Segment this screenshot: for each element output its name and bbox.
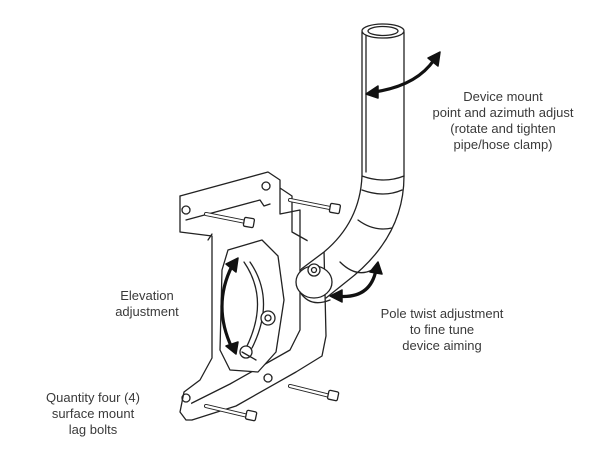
lag-bolt-top-left — [204, 212, 256, 229]
caption-line: device aiming — [402, 338, 482, 353]
caption-line: Quantity four (4) — [46, 390, 140, 405]
caption-line: adjustment — [115, 304, 179, 319]
caption-device-mount: Device mount point and azimuth adjust (r… — [418, 89, 588, 153]
caption-line: Pole twist adjustment — [380, 306, 504, 321]
lag-bolt-bottom-left — [204, 404, 258, 422]
caption-line: (rotate and tighten — [450, 121, 556, 136]
lag-bolt-bottom-right — [288, 384, 340, 402]
elevation-bracket — [219, 239, 285, 373]
pole-twist-arrow-icon — [329, 261, 383, 303]
caption-line: Elevation — [120, 288, 174, 303]
caption-line: lag bolts — [68, 422, 118, 437]
lag-bolt-top-right — [288, 198, 342, 215]
caption-pole-twist: Pole twist adjustment to fine tune devic… — [352, 306, 532, 354]
caption-line: to fine tune — [409, 322, 475, 337]
caption-line: pipe/hose clamp) — [453, 137, 553, 152]
elevation-arrow-icon — [220, 257, 239, 355]
caption-line: Device mount — [463, 89, 543, 104]
caption-lag-bolts: Quantity four (4) surface mount lag bolt… — [30, 390, 156, 438]
caption-line: point and azimuth adjust — [432, 105, 574, 120]
caption-line: surface mount — [51, 406, 135, 421]
caption-elevation: Elevation adjustment — [92, 288, 202, 320]
mount-pole — [295, 23, 405, 304]
azimuth-arrow-icon — [365, 51, 441, 99]
